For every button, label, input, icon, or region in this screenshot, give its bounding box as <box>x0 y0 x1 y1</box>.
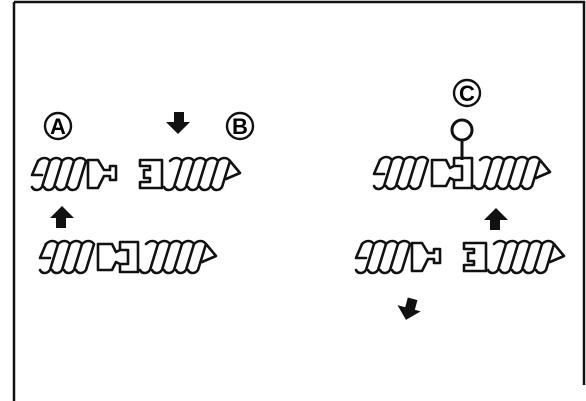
left-joined-spring <box>38 239 218 275</box>
female-end-b <box>138 158 164 190</box>
left-separated-spring <box>30 156 242 192</box>
label-b: B <box>225 111 255 141</box>
right-joined-spring <box>372 155 552 191</box>
left-coil-a <box>30 156 88 192</box>
svg-text:C: C <box>459 81 475 106</box>
right-joined-coil-left <box>372 155 430 191</box>
right-male-end <box>410 241 442 273</box>
right-coil-left <box>354 239 412 275</box>
frame-border <box>12 0 586 401</box>
left-joined-coil-left <box>38 239 96 275</box>
left-joined-hooks <box>96 240 140 274</box>
right-female-end <box>462 241 488 273</box>
up-arrow-c <box>484 208 508 230</box>
down-arrow-b <box>166 112 190 134</box>
left-joined-coil-right <box>138 239 218 275</box>
label-c: C <box>452 78 482 108</box>
up-arrow-a <box>50 206 74 228</box>
svg-text:B: B <box>232 114 248 139</box>
right-separated-spring <box>354 239 566 275</box>
right-coil-right <box>486 239 566 275</box>
right-joined-coil-right <box>472 155 552 191</box>
svg-text:A: A <box>50 114 66 139</box>
label-a: A <box>43 111 73 141</box>
spring-hook-tool <box>450 118 474 160</box>
right-coil-b <box>162 156 242 192</box>
right-joined-hooks <box>430 156 474 190</box>
down-arrow-c <box>394 295 424 323</box>
male-end-a <box>86 158 118 190</box>
